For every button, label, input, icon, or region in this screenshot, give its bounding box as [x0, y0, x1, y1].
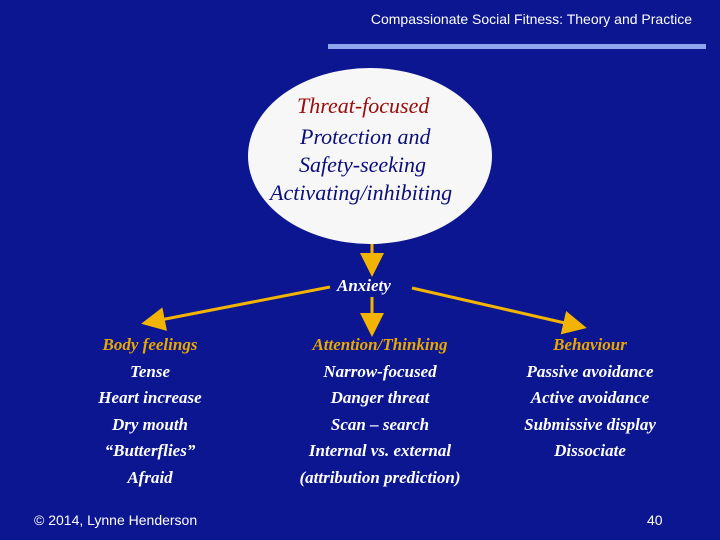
list-item: Dry mouth [111, 414, 189, 434]
column-behaviour: Behaviour Passive avoidance Active avoid… [500, 332, 680, 465]
ellipse-line-activating: Activating/inhibiting [270, 180, 453, 205]
list-item: Internal vs. external [308, 441, 452, 460]
heading-attention-thinking: Attention/Thinking [312, 335, 448, 354]
column-attention-thinking: Attention/Thinking Narrow-focused Danger… [270, 332, 490, 491]
heading-behaviour: Behaviour [553, 335, 627, 354]
list-item: Scan – search [330, 414, 430, 434]
heading-body-feelings: Body feelings [102, 335, 198, 354]
list-item: Afraid [127, 467, 173, 487]
ellipse-line-protection: Protection and [300, 124, 431, 149]
header-title: Compassionate Social Fitness: Theory and… [370, 11, 692, 27]
central-ellipse [248, 68, 492, 244]
arrow-anxiety-to-behaviour [411, 286, 587, 335]
anxiety-label: Anxiety [337, 276, 391, 295]
list-item: Passive avoidance [526, 361, 654, 381]
arrow-anxiety-to-body [141, 285, 331, 331]
header-rule [328, 44, 706, 49]
copyright-text: © 2014, Lynne Henderson [34, 512, 198, 528]
list-item: Narrow-focused [323, 361, 437, 381]
list-item: Tense [130, 361, 170, 381]
list-item: “Butterflies” [104, 441, 196, 460]
page-number: 40 [647, 512, 663, 528]
list-item: (attribution prediction) [299, 467, 461, 487]
list-item: Submissive display [524, 414, 656, 434]
list-item: Active avoidance [530, 388, 650, 407]
list-item: Dissociate [554, 441, 626, 460]
column-body-feelings: Body feelings Tense Heart increase Dry m… [70, 332, 230, 491]
ellipse-line-safety-seeking: Safety-seeking [299, 152, 427, 177]
list-item: Heart increase [98, 388, 202, 407]
list-item: Danger threat [330, 388, 430, 407]
ellipse-line-threat-focused: Threat-focused [297, 93, 430, 118]
